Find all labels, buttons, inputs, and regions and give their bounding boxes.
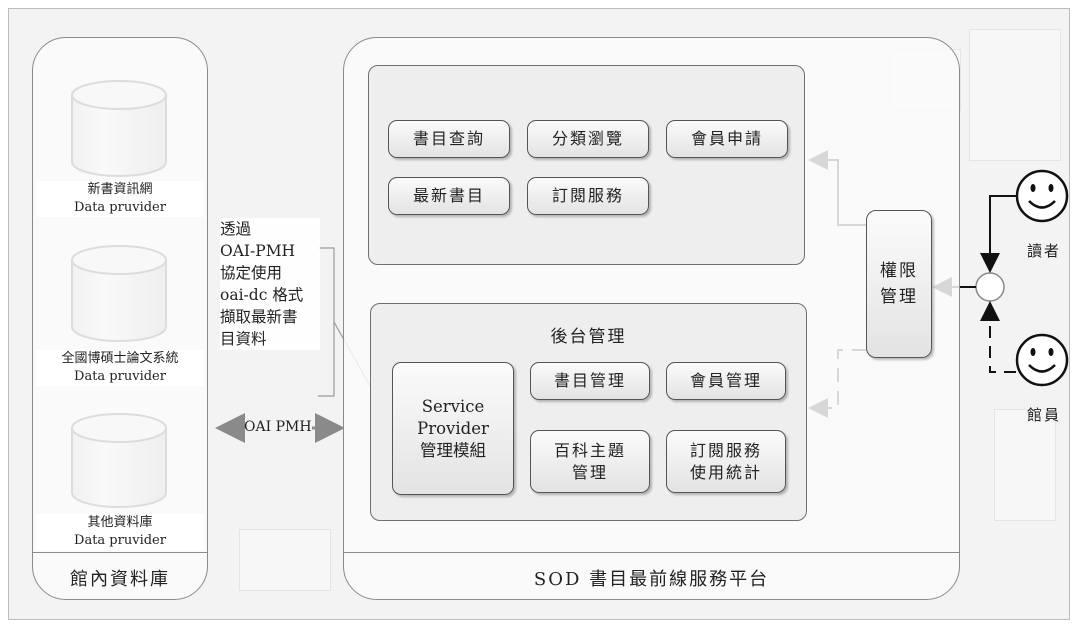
librarian-smiley-icon bbox=[1015, 333, 1069, 387]
background-decoration bbox=[239, 529, 331, 591]
background-decoration bbox=[969, 29, 1061, 161]
database-label: 其他資料庫 Data pruvider bbox=[36, 514, 204, 550]
backend-management-title: 後台管理 bbox=[550, 327, 627, 347]
oai-pmh-label: OAI PMH bbox=[244, 419, 312, 435]
new-books-button[interactable]: 最新書目 bbox=[388, 177, 510, 215]
reader-label: 讀者 bbox=[1027, 242, 1062, 260]
librarian-arrow bbox=[980, 301, 1016, 373]
library-databases-title: 館內資料庫 bbox=[70, 569, 170, 590]
book-search-button[interactable]: 書目查詢 bbox=[388, 120, 510, 158]
reader-smiley-icon bbox=[1015, 169, 1069, 223]
sod-platform-title: SOD 書目最前線服務平台 bbox=[533, 569, 770, 590]
bibliography-management-button[interactable]: 書目管理 bbox=[530, 362, 650, 400]
reader-arrow bbox=[980, 195, 1016, 273]
background-decoration bbox=[994, 409, 1056, 521]
subscription-service-button[interactable]: 訂閱服務 bbox=[527, 177, 649, 215]
librarian-label: 館員 bbox=[1027, 406, 1062, 424]
category-browse-button[interactable]: 分類瀏覽 bbox=[527, 120, 649, 158]
database-label: 新書資訊網 Data pruvider bbox=[36, 181, 204, 217]
member-apply-button[interactable]: 會員申請 bbox=[666, 120, 788, 158]
frontend-services-box bbox=[368, 65, 805, 265]
member-management-button[interactable]: 會員管理 bbox=[666, 362, 786, 400]
service-provider-module[interactable]: Service Provider 管理模組 bbox=[392, 362, 514, 495]
library-databases-panel: 館內資料庫 bbox=[32, 37, 208, 600]
access-control-box[interactable]: 權限 管理 bbox=[866, 210, 932, 358]
subscription-stats-button[interactable]: 訂閱服務 使用統計 bbox=[666, 430, 786, 493]
note-bracket bbox=[318, 247, 335, 397]
harvest-note: 透過 OAI-PMH 協定使用 oai-dc 格式 擷取最新書 目資料 bbox=[220, 218, 320, 350]
panel-divider bbox=[344, 552, 959, 553]
junction-node bbox=[975, 272, 1005, 302]
encyclopedia-topic-button[interactable]: 百科主題 管理 bbox=[530, 430, 650, 493]
panel-divider bbox=[33, 552, 207, 553]
database-label: 全國博碩士論文系統 Data pruvider bbox=[36, 350, 204, 386]
